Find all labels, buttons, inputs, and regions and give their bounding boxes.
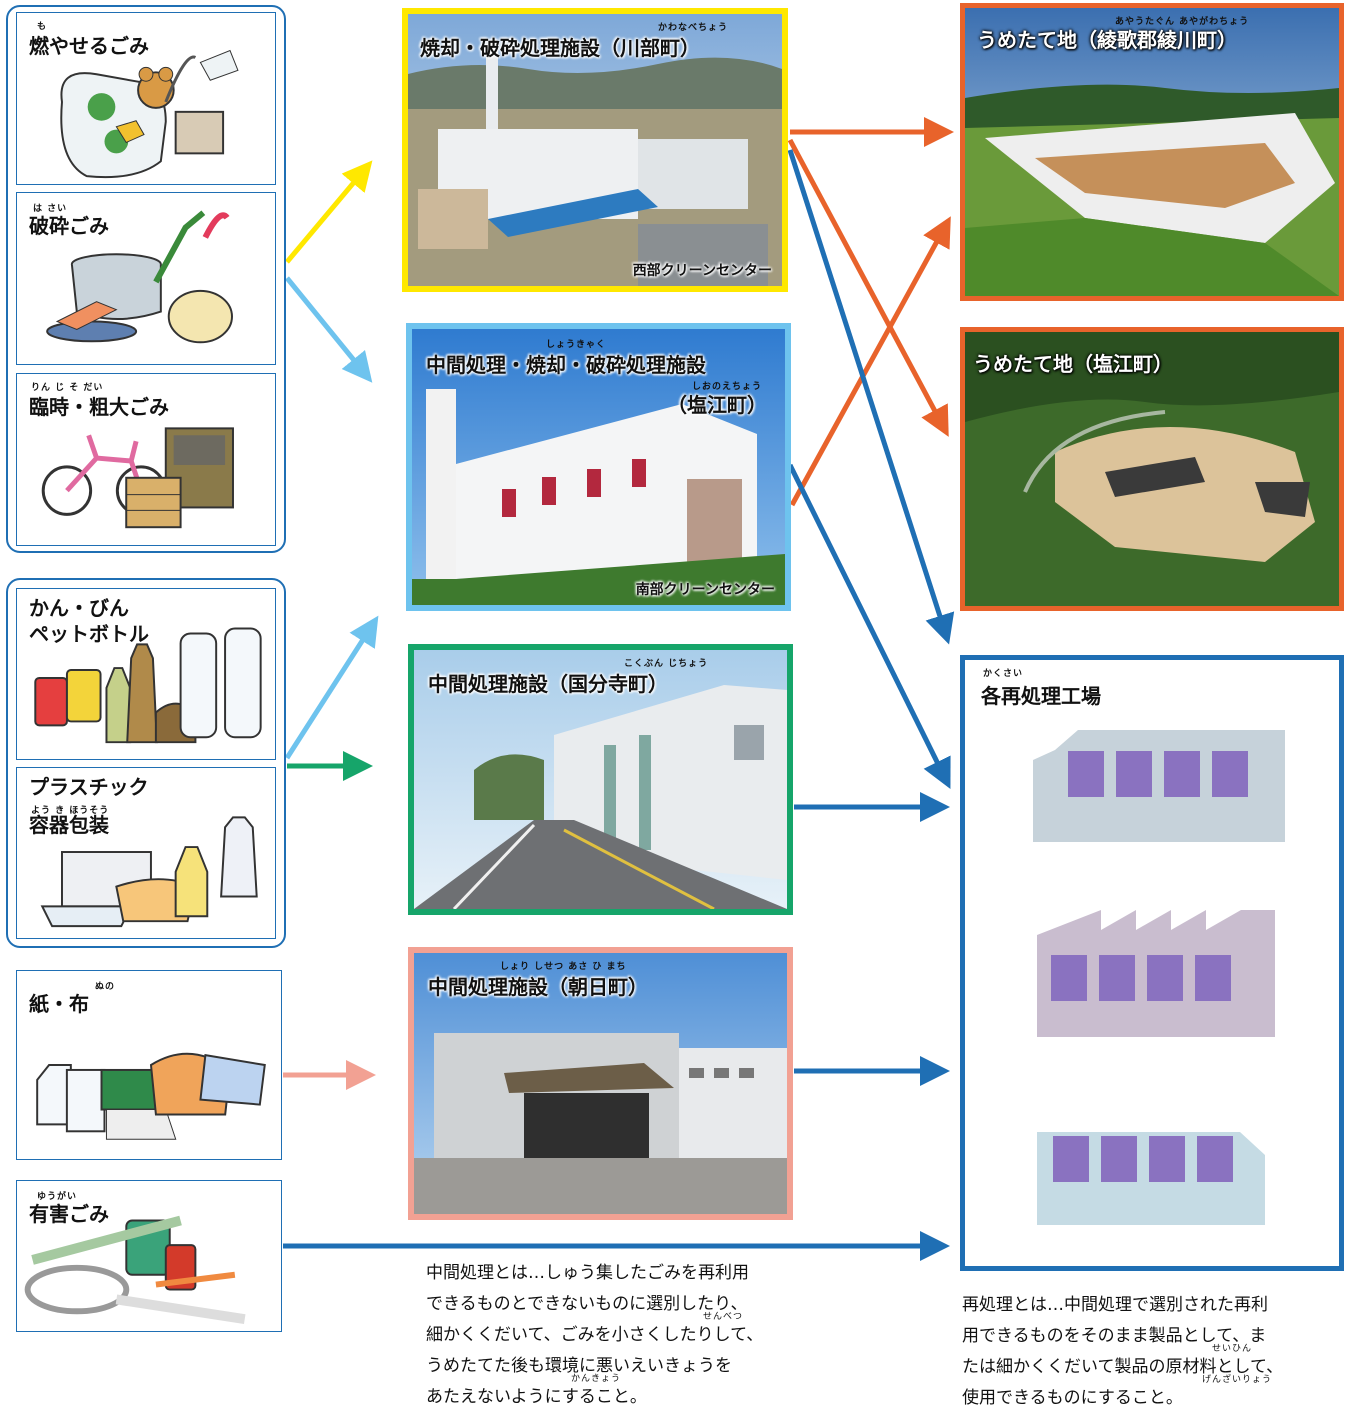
destination-landfill-ayagawa: あやうたぐん あやがわちょう うめたて地（綾歌郡綾川町） xyxy=(960,3,1344,301)
note-reprocess-line-4: 使用できるものにすること。 xyxy=(962,1388,1183,1408)
source-card-plastic: プラスチック よう き ほうそう 容器包装 xyxy=(16,767,276,939)
hazardous-title: 有害ごみ xyxy=(29,1202,109,1226)
ruby-shioe-2: しおのえちょう xyxy=(692,382,763,392)
arrow-burnable-to-shioe xyxy=(285,276,373,383)
kawanabe-title: 焼却・破砕処理施設（川部町） xyxy=(420,36,700,60)
source-card-temporary-bulky: りん じ そ だい 臨時・粗大ごみ xyxy=(16,373,276,546)
note-intermediate-processing: 中間処理とは…しゅう集したごみを再利用 できるものとできないものに選別したり、 … xyxy=(426,1258,856,1413)
note-intermediate-line-4: うめたてた後も環境に悪いえいきょうを xyxy=(426,1356,732,1376)
shioe-title-line1: 中間処理・焼却・破砕処理施設 xyxy=(426,353,706,377)
factory-icon xyxy=(1037,910,1275,1037)
garbage-bag-icon xyxy=(60,49,239,179)
cans-bottles-title-line2: ペットボトル xyxy=(29,622,149,646)
ruby-temporary-bulky: りん じ そ だい xyxy=(31,383,104,393)
ruby-kankyo: かんきょう xyxy=(571,1374,622,1384)
landfill-shioe-title: うめたて地（塩江町） xyxy=(973,352,1173,376)
facility-shioe: しょうきゃく 中間処理・焼却・破砕処理施設 しおのえちょう （塩江町） 南部クリ… xyxy=(406,323,791,611)
ruby-reprocessing: かくさい xyxy=(983,669,1024,679)
plastic-title-line2: 容器包装 xyxy=(29,813,109,837)
crushable-title: 破砕ごみ xyxy=(29,214,109,238)
note-reprocess-line-1: 再処理とは…中間処理で選別された再利 xyxy=(962,1295,1268,1315)
arrow-shioe-to-landfill-ayagawa xyxy=(789,216,951,507)
shioe-title-line2: （塩江町） xyxy=(667,393,767,417)
ruby-senbetsu: せんべつ xyxy=(703,1312,744,1322)
bicycle-furniture-icon xyxy=(41,427,234,529)
ruby-shioe-1: しょうきゃく xyxy=(546,340,607,350)
ruby-seihin: せいひん xyxy=(1212,1344,1253,1354)
kawanabe-photo xyxy=(408,14,782,286)
facility-asahi: しょり しせつ あさ ひ まち 中間処理施設（朝日町） xyxy=(408,947,793,1220)
landfill-shioe-photo xyxy=(965,332,1339,606)
kokubunji-title: 中間処理施設（国分寺町） xyxy=(428,672,668,696)
source-card-cans-bottles: かん・びん ペットボトル xyxy=(16,588,276,760)
source-card-paper-cloth: ぬの 紙・布 xyxy=(16,970,282,1160)
arrow-shioe-to-reprocessing xyxy=(787,463,951,789)
factory-icon xyxy=(1033,730,1285,842)
pot-kettle-icon xyxy=(46,210,233,344)
ruby-plastic: よう き ほうそう xyxy=(31,806,110,816)
milk-carton-clothes-icon xyxy=(36,1052,266,1140)
note-intermediate-line-3: 細かくくだいて、ごみを小さくしたりして、 xyxy=(426,1325,764,1345)
note-intermediate-line-1: 中間処理とは…しゅう集したごみを再利用 xyxy=(426,1263,749,1283)
ruby-kawanabe: かわなべちょう xyxy=(658,23,729,33)
source-card-hazardous: ゆうがい 有害ごみ xyxy=(16,1180,282,1332)
source-card-burnable: も 燃やせるごみ xyxy=(16,12,276,185)
source-card-crushable: は さい 破砕ごみ xyxy=(16,192,276,365)
destination-reprocessing: かくさい 各再処理工場 xyxy=(960,655,1344,1271)
note-reprocessing: 再処理とは…中間処理で選別された再利 用できるものをそのまま製品として、ま たは… xyxy=(962,1290,1348,1414)
ruby-asahi: しょり しせつ あさ ひ まち xyxy=(500,962,627,972)
facility-kawanabe: かわなべちょう 焼却・破砕処理施設（川部町） 西部クリーンセンター xyxy=(402,8,788,292)
factory-icon xyxy=(1037,1132,1265,1225)
note-intermediate-line-2: できるものとできないものに選別したり、 xyxy=(426,1294,748,1314)
plastic-containers-icon xyxy=(40,816,258,928)
burnable-title: 燃やせるごみ xyxy=(29,34,149,58)
ruby-landfill-ayagawa: あやうたぐん あやがわちょう xyxy=(1115,17,1250,27)
kawanabe-caption: 西部クリーンセンター xyxy=(632,263,772,279)
note-reprocess-line-2: 用できるものをそのまま製品として、ま xyxy=(962,1326,1267,1346)
ruby-genzairyo: げんざいりょう xyxy=(1202,1375,1273,1385)
temporary-bulky-title: 臨時・粗大ごみ xyxy=(29,395,169,419)
arrow-kawanabe-to-reprocessing xyxy=(787,149,955,645)
reprocessing-title: 各再処理工場 xyxy=(981,684,1101,708)
arrow-cans-to-shioe xyxy=(284,615,379,760)
landfill-ayagawa-photo xyxy=(965,8,1339,296)
facility-kokubunji: こくぶん じちょう 中間処理施設（国分寺町） xyxy=(408,644,793,915)
ruby-hazardous: ゆうがい xyxy=(37,1192,78,1202)
ruby-crushable: は さい xyxy=(33,204,68,214)
kokubunji-photo xyxy=(414,650,787,909)
arrow-burnable-to-kawanabe xyxy=(285,160,373,264)
cans-bottles-title-line1: かん・びん xyxy=(29,596,129,620)
shioe-photo xyxy=(412,329,785,605)
plastic-title-line1: プラスチック xyxy=(29,775,149,799)
paper-cloth-title: 紙・布 xyxy=(29,992,89,1016)
shioe-caption: 南部クリーンセンター xyxy=(635,582,775,598)
ruby-burnable: も xyxy=(37,22,48,32)
cans-bottles-icon xyxy=(34,627,262,744)
note-intermediate-line-5: あたえないようにすること。 xyxy=(426,1387,647,1407)
landfill-ayagawa-title: うめたて地（綾歌郡綾川町） xyxy=(977,28,1237,52)
note-reprocess-line-3: たは細かくくだいて製品の原材料として、 xyxy=(962,1357,1284,1377)
destination-landfill-shioe: うめたて地（塩江町） xyxy=(960,327,1344,611)
ruby-kokubunji: こくぶん じちょう xyxy=(624,659,709,669)
arrow-kawanabe-to-landfill-shioe xyxy=(787,138,949,437)
asahi-photo xyxy=(414,953,787,1214)
ruby-paper-cloth: ぬの xyxy=(95,982,116,992)
battery-fluorescent-icon xyxy=(24,1215,246,1325)
asahi-title: 中間処理施設（朝日町） xyxy=(428,975,648,999)
